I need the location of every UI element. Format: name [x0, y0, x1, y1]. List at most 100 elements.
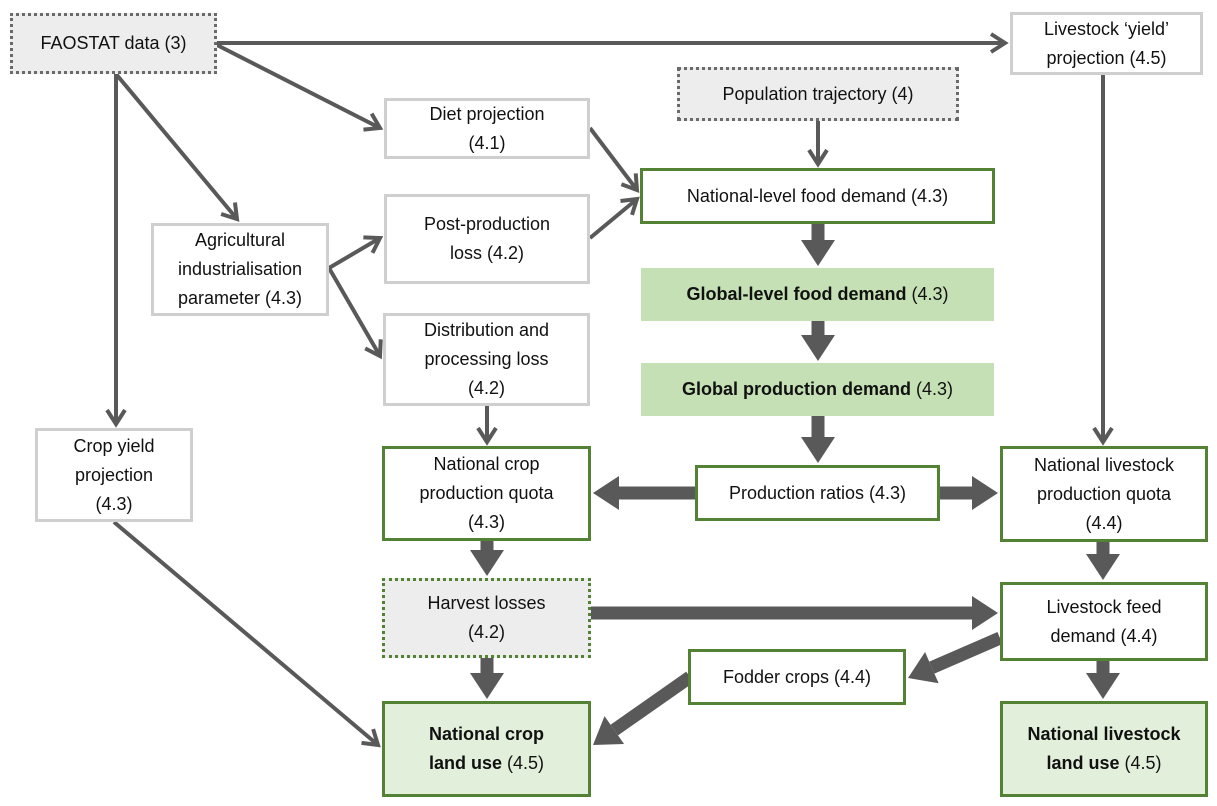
- node-crop-yield-line2: projection: [74, 464, 154, 485]
- edge-faostat-to-crop-yield: [105, 74, 127, 428]
- edge-line: [929, 632, 1003, 674]
- node-dist-line1: Distribution and: [423, 320, 550, 340]
- edge-agri-param-to-post-prod: [327, 235, 384, 270]
- edge-line: [216, 43, 381, 130]
- node-harvest-line2: (4.2): [467, 622, 505, 642]
- node-dist-line3: (4.2): [467, 378, 505, 398]
- node-global-production-demand: Global production demand (4.3): [641, 363, 994, 416]
- node-crop-yield-line3: (4.3): [95, 493, 133, 514]
- node-faostat-label: FAOSTAT data (3): [40, 33, 187, 53]
- node-post-prod-line1: Post-production: [423, 214, 551, 234]
- node-livestock-yield: Livestock ‘yield’ projection (4.5): [1010, 12, 1203, 75]
- node-livestock-yield-line1: Livestock ‘yield’: [1043, 18, 1170, 39]
- edge-fodder-to-crop-land: [593, 671, 694, 745]
- edge-line: [588, 197, 639, 240]
- arrowhead-icon: [801, 335, 835, 361]
- edge-crop-yield-to-crop-land: [112, 520, 381, 748]
- edge-line: [588, 126, 639, 192]
- node-global-food-ref: (4.3): [906, 284, 949, 304]
- arrowhead-icon: [476, 426, 498, 446]
- arrowhead-icon: [801, 240, 835, 266]
- arrowhead-icon: [620, 196, 640, 216]
- node-crop-quota-line1: National crop: [433, 454, 540, 474]
- arrowhead-icon: [361, 728, 381, 748]
- edge-post-prod-to-national-food: [588, 196, 640, 240]
- edge-national-food-to-global-food: [801, 224, 835, 266]
- arrowhead-icon: [620, 173, 640, 193]
- edge-harvest-to-feed-demand: [591, 596, 998, 630]
- edge-dist-loss-to-crop-quota: [476, 406, 498, 446]
- node-global-food-bold: Global-level food demand: [686, 284, 907, 304]
- node-diet-line2: (4.1): [468, 132, 506, 153]
- node-diet-projection: Diet projection (4.1): [384, 98, 590, 159]
- edge-livestock-yield-to-livestock-quota: [1092, 75, 1114, 446]
- node-crop-yield-projection: Crop yield projection (4.3): [35, 428, 193, 522]
- arrowhead-icon: [105, 408, 127, 428]
- node-harvest-line1: Harvest losses: [427, 593, 546, 613]
- node-fodder-crops: Fodder crops (4.4): [688, 649, 906, 705]
- edge-diet-to-national-food: [588, 126, 640, 193]
- arrowhead-icon: [972, 476, 998, 510]
- edge-faostat-to-livestock-yield: [217, 32, 1009, 54]
- node-fodder-label: Fodder crops (4.4): [722, 666, 872, 687]
- arrowhead-icon: [908, 652, 939, 684]
- node-livestock-quota-line1: National livestock: [1033, 454, 1175, 475]
- edge-line: [114, 72, 239, 221]
- node-population-label: Population trajectory (4): [722, 83, 914, 104]
- node-livestock-quota-line3: (4.4): [1085, 512, 1123, 533]
- node-post-production-loss: Post-production loss (4.2): [384, 194, 590, 284]
- arrowhead-icon: [470, 673, 504, 699]
- node-crop-yield-line1: Crop yield: [73, 435, 155, 456]
- node-harvest-losses: Harvest losses (4.2): [382, 578, 591, 658]
- node-post-prod-line2: loss (4.2): [449, 243, 525, 263]
- arrowhead-icon: [363, 235, 384, 254]
- node-feed-line1: Livestock feed: [1046, 596, 1162, 617]
- arrowhead-icon: [220, 202, 240, 222]
- node-national-food-label: National-level food demand (4.3): [686, 185, 949, 206]
- node-livestock-land-bold2: land use: [1046, 753, 1120, 773]
- arrowhead-icon: [1086, 554, 1120, 580]
- edge-global-food-to-global-prod: [801, 321, 835, 361]
- node-livestock-land-line2: land use (4.5): [1046, 749, 1161, 778]
- node-crop-land-bold1: National crop: [428, 724, 544, 744]
- arrowhead-icon: [989, 32, 1009, 54]
- node-population-trajectory: Population trajectory (4): [677, 67, 959, 121]
- edge-crop-quota-to-harvest: [470, 541, 504, 576]
- node-feed-line2: demand (4.4): [1050, 625, 1158, 646]
- edge-prod-ratios-to-livestock-quota: [940, 476, 998, 510]
- node-global-prod-ref: (4.3): [910, 379, 953, 399]
- node-prod-ratios-label: Production ratios (4.3): [728, 482, 907, 503]
- node-agri-line1: Agricultural: [194, 230, 286, 250]
- node-global-food-demand: Global-level food demand (4.3): [641, 268, 994, 321]
- arrowhead-icon: [470, 550, 504, 576]
- arrowhead-icon: [807, 148, 829, 168]
- node-livestock-land-bold1: National livestock: [1027, 724, 1181, 744]
- node-livestock-yield-line2: projection (4.5): [1046, 47, 1167, 68]
- node-crop-quota-line3: (4.3): [467, 512, 505, 532]
- node-agri-line3: parameter (4.3): [177, 288, 303, 308]
- node-agri-industrialisation: Agricultural industrialisation parameter…: [151, 223, 329, 316]
- node-national-food-demand: National-level food demand (4.3): [640, 168, 995, 224]
- node-crop-land-line2: land use (4.5): [429, 749, 544, 778]
- edge-faostat-to-agri-param: [114, 72, 240, 222]
- node-dist-line2: processing loss: [424, 349, 549, 369]
- edge-line: [112, 520, 380, 747]
- node-crop-production-quota: National crop production quota (4.3): [382, 446, 591, 541]
- arrowhead-icon: [363, 112, 384, 132]
- node-livestock-feed-demand: Livestock feed demand (4.4): [1000, 582, 1208, 661]
- arrowhead-icon: [972, 596, 998, 630]
- arrowhead-icon: [801, 437, 835, 463]
- node-national-crop-land-use: National crop land use (4.5): [382, 701, 591, 797]
- node-global-food-text: Global-level food demand (4.3): [686, 280, 948, 309]
- node-livestock-land-ref: (4.5): [1119, 753, 1162, 773]
- node-diet-line1: Diet projection: [429, 103, 545, 124]
- edge-line: [327, 266, 382, 358]
- arrowhead-icon: [364, 339, 383, 360]
- node-global-prod-text: Global production demand (4.3): [682, 375, 953, 404]
- node-national-livestock-land-use: National livestock land use (4.5): [1000, 701, 1208, 797]
- edge-line: [327, 236, 382, 270]
- node-faostat: FAOSTAT data (3): [10, 13, 217, 74]
- edge-feed-demand-to-livestock-land: [1086, 661, 1120, 699]
